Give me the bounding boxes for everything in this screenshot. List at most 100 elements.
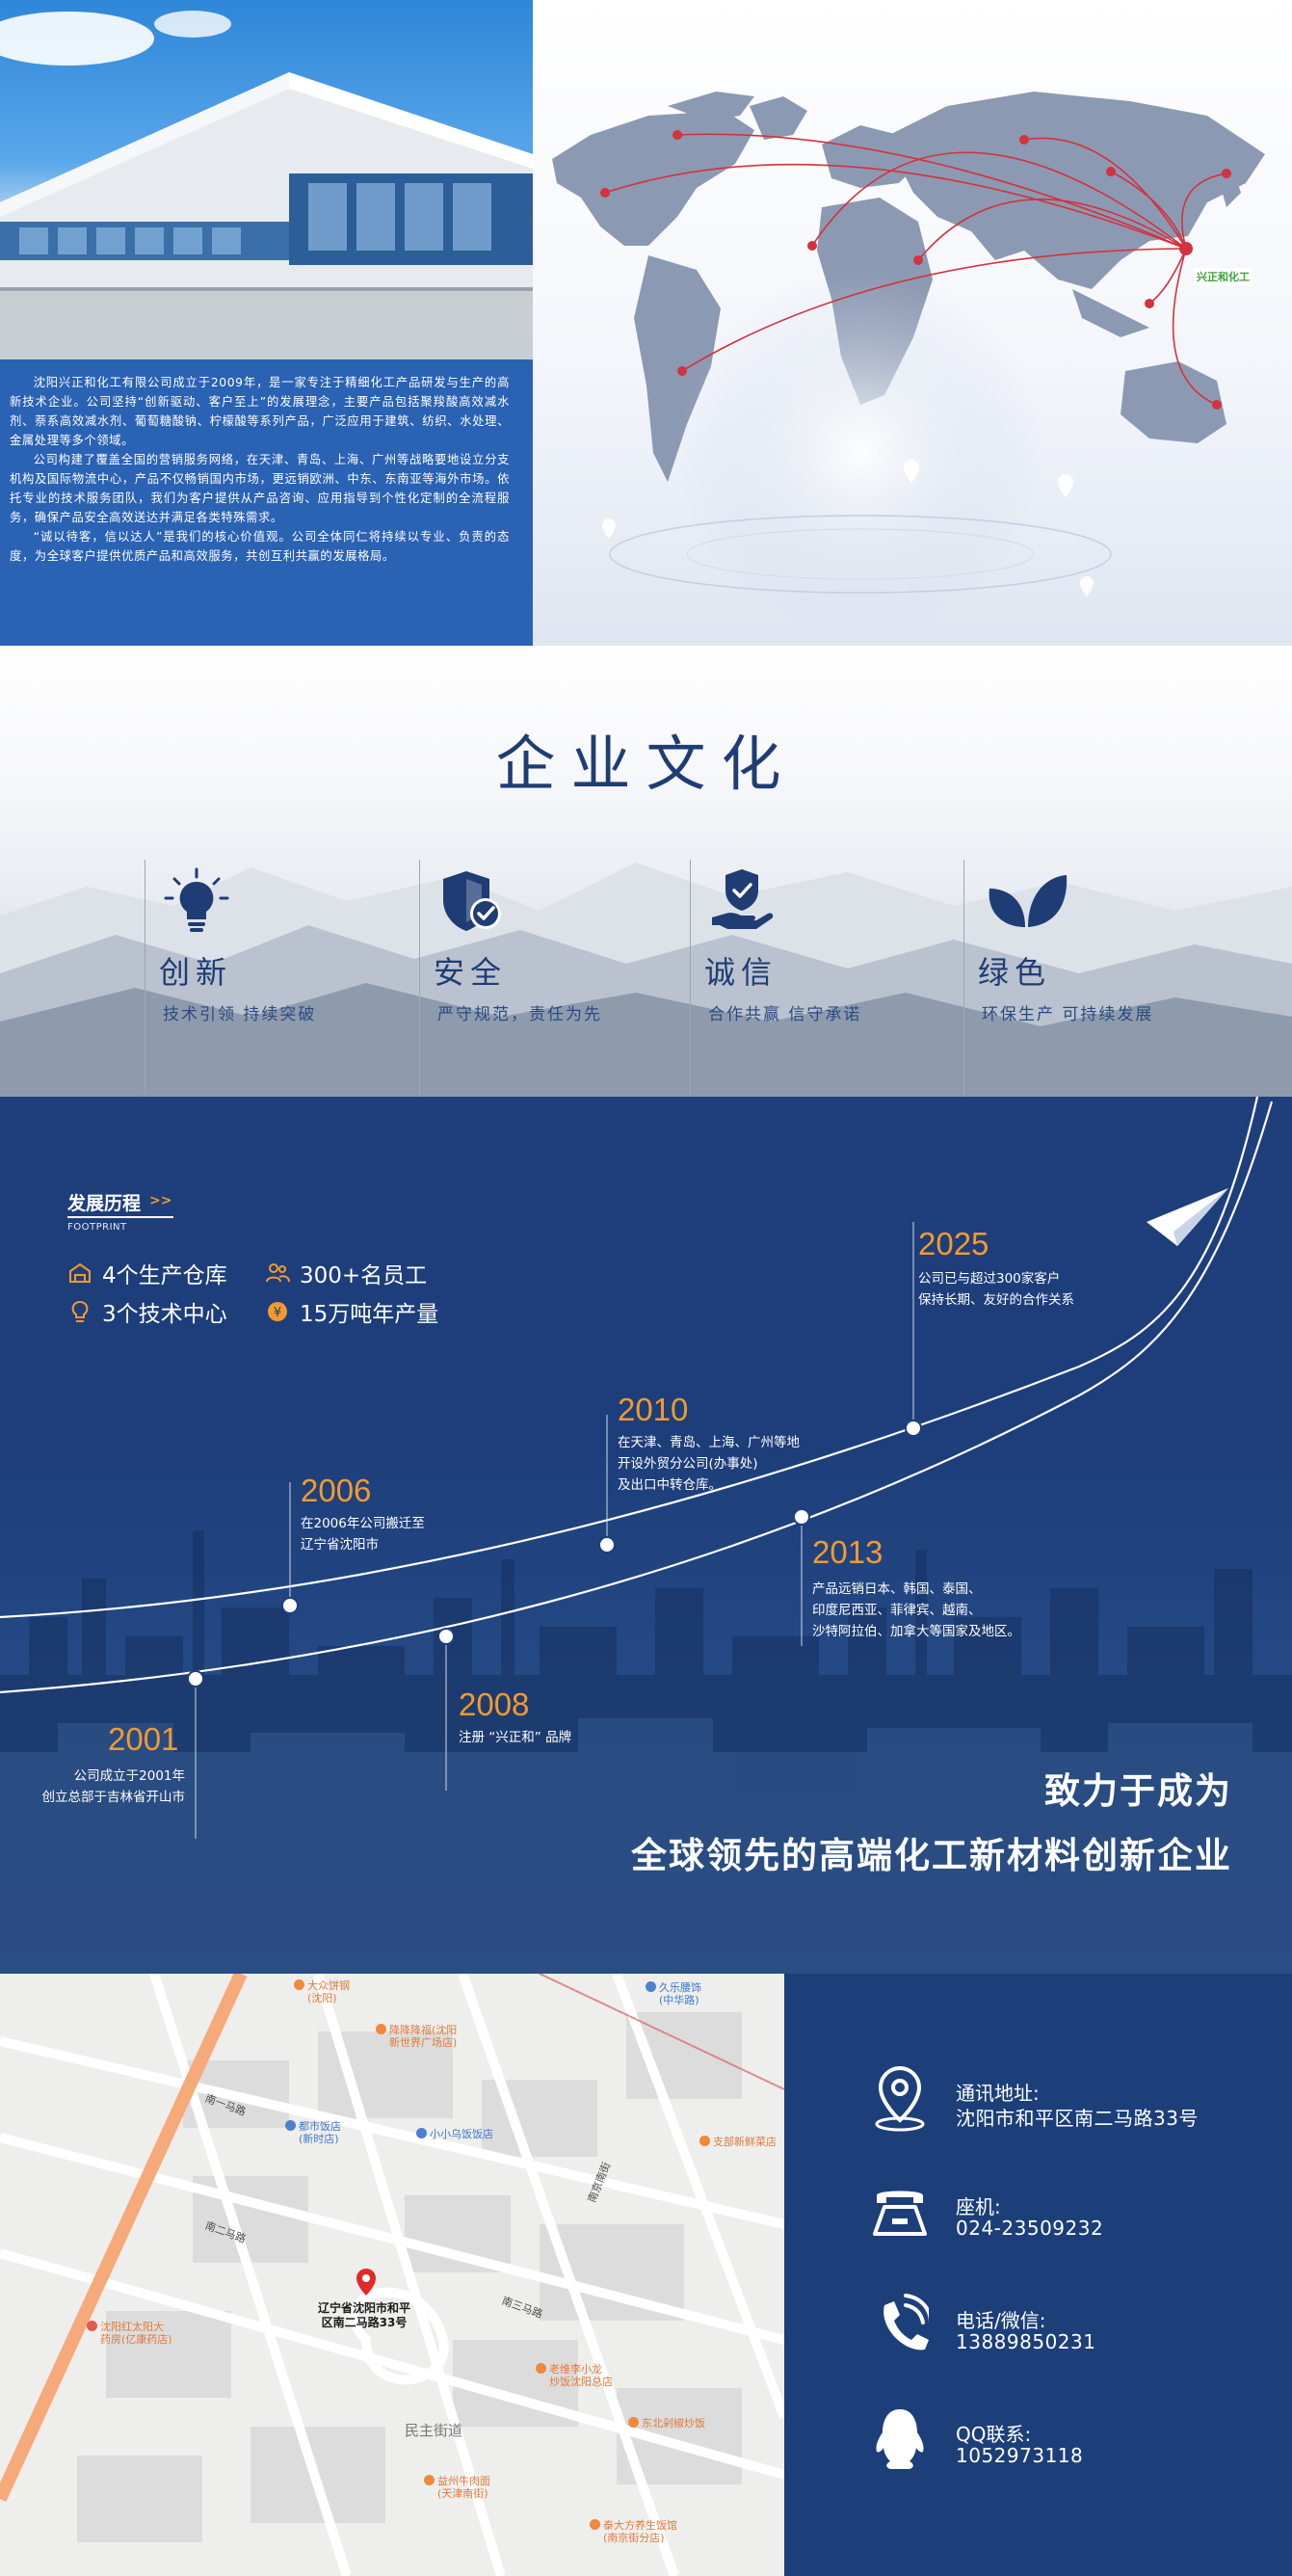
timeline-node-2001 <box>187 1670 204 1687</box>
history-heading-arrow: >> <box>149 1193 172 1208</box>
value-green: 绿色 环保生产 可持续发展 <box>968 860 1238 1097</box>
svg-text:¥: ¥ <box>274 1306 281 1320</box>
value-title: 诚信 <box>704 954 778 991</box>
stat-label: 3个技术中心 <box>102 1302 227 1327</box>
timeline-node-2025 <box>905 1420 922 1437</box>
event-line: 在天津、青岛、上海、广州等地 <box>618 1435 800 1450</box>
value-divider <box>419 860 420 1097</box>
marker-address-label: 辽宁省沈阳市和平 区南二马路33号 <box>318 2301 410 2330</box>
map-poi[interactable]: 降降降福(沈阳新世界广场店) <box>376 2024 457 2049</box>
history-heading: 发展历程 <box>67 1193 142 1214</box>
value-integrity: 诚信 合作共赢 信守承诺 <box>695 860 964 1097</box>
location-marker-icon[interactable] <box>356 2269 376 2296</box>
event-2008: 注册 “兴正和” 品牌 <box>459 1727 571 1748</box>
event-line: 公司已与超过300家客户 <box>918 1271 1061 1287</box>
marker-address-line: 区南二马路33号 <box>321 2316 408 2329</box>
year-2001: 2001 <box>108 1721 179 1757</box>
year-2008: 2008 <box>459 1686 530 1722</box>
stat-warehouses: 4个生产仓库 <box>67 1257 227 1289</box>
contact-panel: 通讯地址: 沈阳市和平区南二马路33号 座机: 024-23509232 <box>784 1974 1292 2576</box>
district-label: 民主街道 <box>405 2422 463 2439</box>
event-line: 公司成立于2001年 <box>73 1768 185 1784</box>
map-poi[interactable]: 老维李小龙炒饭沈阳总店 <box>536 2363 613 2388</box>
year-2013: 2013 <box>812 1534 883 1570</box>
map-poi[interactable]: 都市饭店(新时店) <box>285 2120 341 2145</box>
value-title: 绿色 <box>978 954 1052 991</box>
value-subtitle: 合作共赢 信守承诺 <box>708 1005 862 1024</box>
world-map: 兴正和化工 <box>533 0 1292 646</box>
lightbulb-icon <box>163 867 230 935</box>
map-poi[interactable]: 支部新鲜菜店 <box>699 2136 777 2148</box>
map-poi[interactable]: 大众饼钢(沈阳) <box>294 1979 350 2005</box>
contact-section: 大众饼钢(沈阳) 久乐腰饰(中华路) 降降降福(沈阳新世界广场店) 都市饭店(新… <box>0 1974 1292 2576</box>
contact-landline: 座机: 024-23509232 <box>871 2178 1276 2255</box>
bulb-icon <box>67 1299 92 1324</box>
intro-paragraph: 公司构建了覆盖全国的营销服务网络，在天津、青岛、上海、广州等战略要地设立分支机构… <box>10 453 510 524</box>
map-poi[interactable]: 小小乌饭饭店 <box>416 2128 493 2140</box>
intro-text-box: 沈阳兴正和化工有限公司成立于2009年，是一家专注于精细化工产品研发与生产的高新… <box>0 359 533 646</box>
year-2010: 2010 <box>618 1392 689 1427</box>
event-line: 在2006年公司搬迁至 <box>301 1516 425 1531</box>
shield-check-icon <box>437 867 505 935</box>
history-section: 发展历程 >> FOOTPRINT 4个生产仓库 300+名员工 3个技术中心 … <box>0 1097 1292 1974</box>
timeline-node-2010 <box>598 1536 616 1554</box>
contact-qq: QQ联系: 1052973118 <box>871 2405 1276 2483</box>
people-icon <box>265 1261 290 1286</box>
contact-label: 通讯地址: <box>956 2082 1040 2105</box>
stat-label: 4个生产仓库 <box>102 1263 227 1288</box>
culture-title: 企业文化 <box>495 729 797 799</box>
event-line: 及出口中转仓库。 <box>618 1477 722 1493</box>
value-subtitle: 技术引领 持续突破 <box>163 1005 317 1024</box>
map-poi[interactable]: 久乐腰饰(中华路) <box>646 1981 701 2006</box>
event-line: 沙特阿拉伯、加拿大等国家及地区。 <box>812 1624 1020 1639</box>
factory-photo <box>0 0 533 359</box>
map-poi[interactable]: 沈阳红太阳大药房(亿康药店) <box>87 2321 172 2346</box>
event-line: 开设外贸分公司(办事处) <box>618 1456 758 1472</box>
leaf-icon <box>982 867 1068 935</box>
qq-penguin-icon <box>871 2405 929 2473</box>
contact-label: QQ联系: <box>956 2423 1032 2446</box>
event-line: 创立总部于吉林省开山市 <box>41 1790 186 1805</box>
contact-label: 电话/微信: <box>956 2309 1046 2332</box>
year-2006: 2006 <box>301 1473 372 1508</box>
map-poi[interactable]: 泰大方养生饭馆(南京街分店) <box>590 2519 677 2544</box>
timeline-curves <box>0 1097 1274 1839</box>
event-line: 注册 “兴正和” 品牌 <box>459 1730 572 1745</box>
contact-label: 座机: <box>956 2195 1001 2218</box>
contact-value[interactable]: 024-23509232 <box>956 2217 1104 2240</box>
value-divider <box>690 860 691 1097</box>
warehouse-icon <box>67 1261 92 1286</box>
landline-phone-icon <box>871 2178 929 2245</box>
event-line: 产品远销日本、韩国、泰国、 <box>812 1581 982 1597</box>
paper-plane-icon <box>1147 1188 1228 1246</box>
event-2010: 在天津、青岛、上海、广州等地 开设外贸分公司(办事处) 及出口中转仓库。 <box>618 1432 800 1496</box>
event-2006: 在2006年公司搬迁至 辽宁省沈阳市 <box>301 1513 425 1555</box>
slogan-line-1: 致力于成为 <box>1044 1770 1232 1812</box>
value-subtitle: 环保生产 可持续发展 <box>982 1005 1154 1024</box>
contact-value[interactable]: 1052973118 <box>956 2444 1084 2467</box>
stat-label: 300+名员工 <box>300 1263 428 1288</box>
map-poi[interactable]: 益州牛肉面(天津南街) <box>424 2475 490 2500</box>
value-title: 安全 <box>434 954 508 991</box>
coin-icon: ¥ <box>265 1299 290 1324</box>
event-2025: 公司已与超过300家客户 保持长期、友好的合作关系 <box>918 1268 1074 1311</box>
history-underline <box>67 1216 173 1218</box>
hand-shield-icon <box>708 867 776 935</box>
map-brand-label: 兴正和化工 <box>1194 268 1252 285</box>
slogan-line-2: 全球领先的高端化工新材料创新企业 <box>631 1835 1232 1876</box>
value-title: 创新 <box>159 954 233 991</box>
contact-mobile: 电话/微信: 13889850231 <box>871 2292 1276 2369</box>
intro-paragraph: 沈阳兴正和化工有限公司成立于2009年，是一家专注于精细化工产品研发与生产的高新… <box>10 376 510 447</box>
map-poi[interactable]: 东北剁椒炒饭 <box>628 2417 705 2430</box>
stat-annual-output: ¥ 15万吨年产量 <box>265 1295 438 1328</box>
value-subtitle: 严守规范，责任为先 <box>437 1005 602 1024</box>
phone-icon <box>871 2292 933 2359</box>
event-2001: 公司成立于2001年 创立总部于吉林省开山市 <box>19 1766 186 1808</box>
year-2025: 2025 <box>918 1226 989 1261</box>
contact-value[interactable]: 13889850231 <box>956 2330 1096 2353</box>
contact-address: 通讯地址: 沈阳市和平区南二马路33号 <box>871 2064 1276 2141</box>
contact-value[interactable]: 沈阳市和平区南二马路33号 <box>956 2107 1199 2130</box>
timeline-curve-upper <box>0 1097 1259 1619</box>
stat-employees: 300+名员工 <box>265 1257 427 1289</box>
intro-paragraph: “诚以待客，信以达人”是我们的核心价值观。公司全体同仁将持续以专业、负责的态度，… <box>10 530 510 563</box>
